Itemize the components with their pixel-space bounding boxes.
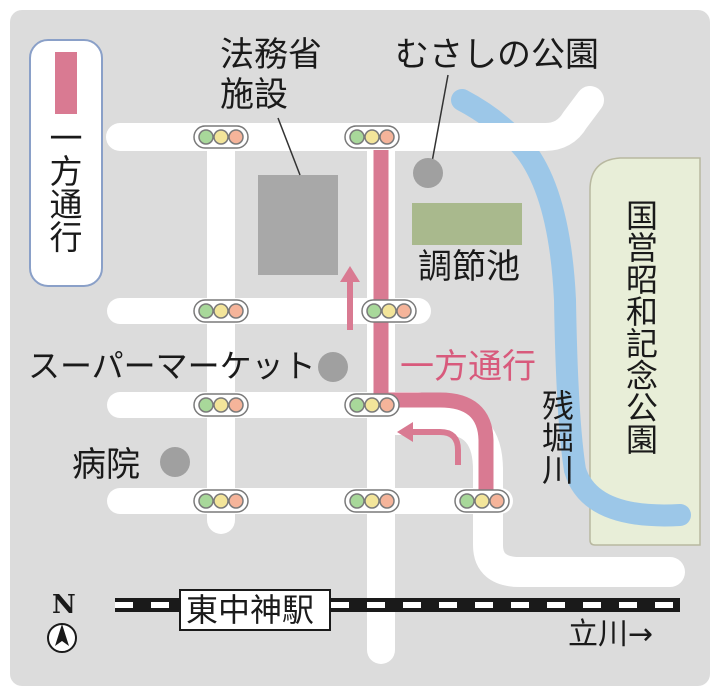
legend-swatch bbox=[55, 52, 77, 114]
traffic-light-icon bbox=[344, 125, 400, 149]
station-box bbox=[179, 589, 331, 631]
legend-char: 行 bbox=[49, 218, 83, 257]
traffic-light-icon bbox=[193, 393, 249, 417]
north-bound-arrow bbox=[340, 266, 360, 330]
showa-char: 園 bbox=[625, 421, 658, 459]
river-char: 川 bbox=[541, 451, 574, 489]
ministry-leader-line bbox=[277, 117, 301, 176]
supermarket-marker bbox=[318, 352, 348, 382]
hospital-marker bbox=[160, 447, 190, 477]
traffic-lights bbox=[193, 125, 510, 513]
ministry-facility-building bbox=[258, 175, 338, 275]
legend-title: 一 方 通 行 bbox=[46, 122, 86, 254]
traffic-light-icon bbox=[361, 299, 417, 323]
traffic-light-icon bbox=[344, 393, 400, 417]
musashino-park-marker bbox=[413, 158, 443, 188]
showa-char: 公 bbox=[625, 389, 658, 427]
showa-char: 昭 bbox=[625, 261, 658, 299]
traffic-light-icon bbox=[193, 299, 249, 323]
turn-arrow bbox=[397, 422, 461, 465]
one-way-route bbox=[373, 150, 494, 495]
showa-char: 国 bbox=[625, 197, 658, 235]
legend-char: 一 bbox=[49, 119, 83, 158]
showa-char: 和 bbox=[625, 293, 658, 331]
regulating-pond-label: 調節池 bbox=[418, 247, 520, 287]
musashino-park-label: むさしの公園 bbox=[395, 35, 599, 75]
park-leader-line bbox=[431, 74, 449, 163]
showa-park-label: 国 営 昭 和 記 念 公 園 bbox=[622, 200, 662, 456]
station-label: 東中神駅 bbox=[186, 591, 315, 629]
supermarket-label: スーパーマーケット bbox=[28, 347, 316, 385]
north-label: N bbox=[52, 590, 76, 620]
regulating-pond-area bbox=[412, 203, 522, 245]
one-way-label: 一方通行 bbox=[400, 347, 536, 387]
tachikawa-label: 立川→ bbox=[568, 617, 654, 652]
legend-char: 方 bbox=[49, 152, 83, 191]
legend-char: 通 bbox=[49, 185, 83, 224]
showa-char: 記 bbox=[625, 325, 658, 363]
traffic-light-icon bbox=[454, 489, 510, 513]
ministry-label-line1: 法務省 bbox=[220, 35, 322, 75]
traffic-light-icon bbox=[193, 125, 249, 149]
zanbori-river-label: 残 堀 川 bbox=[538, 390, 578, 486]
legend-box bbox=[29, 39, 103, 287]
river-char: 残 bbox=[541, 387, 574, 425]
hospital-label: 病院 bbox=[72, 445, 140, 485]
traffic-light-icon bbox=[344, 489, 400, 513]
river-char: 堀 bbox=[541, 419, 574, 457]
showa-char: 営 bbox=[625, 229, 658, 267]
ministry-label-line2: 施設 bbox=[220, 75, 288, 115]
showa-park-area bbox=[589, 157, 701, 546]
traffic-light-icon bbox=[193, 489, 249, 513]
showa-char: 念 bbox=[625, 357, 658, 395]
north-arrow-icon bbox=[47, 623, 77, 653]
